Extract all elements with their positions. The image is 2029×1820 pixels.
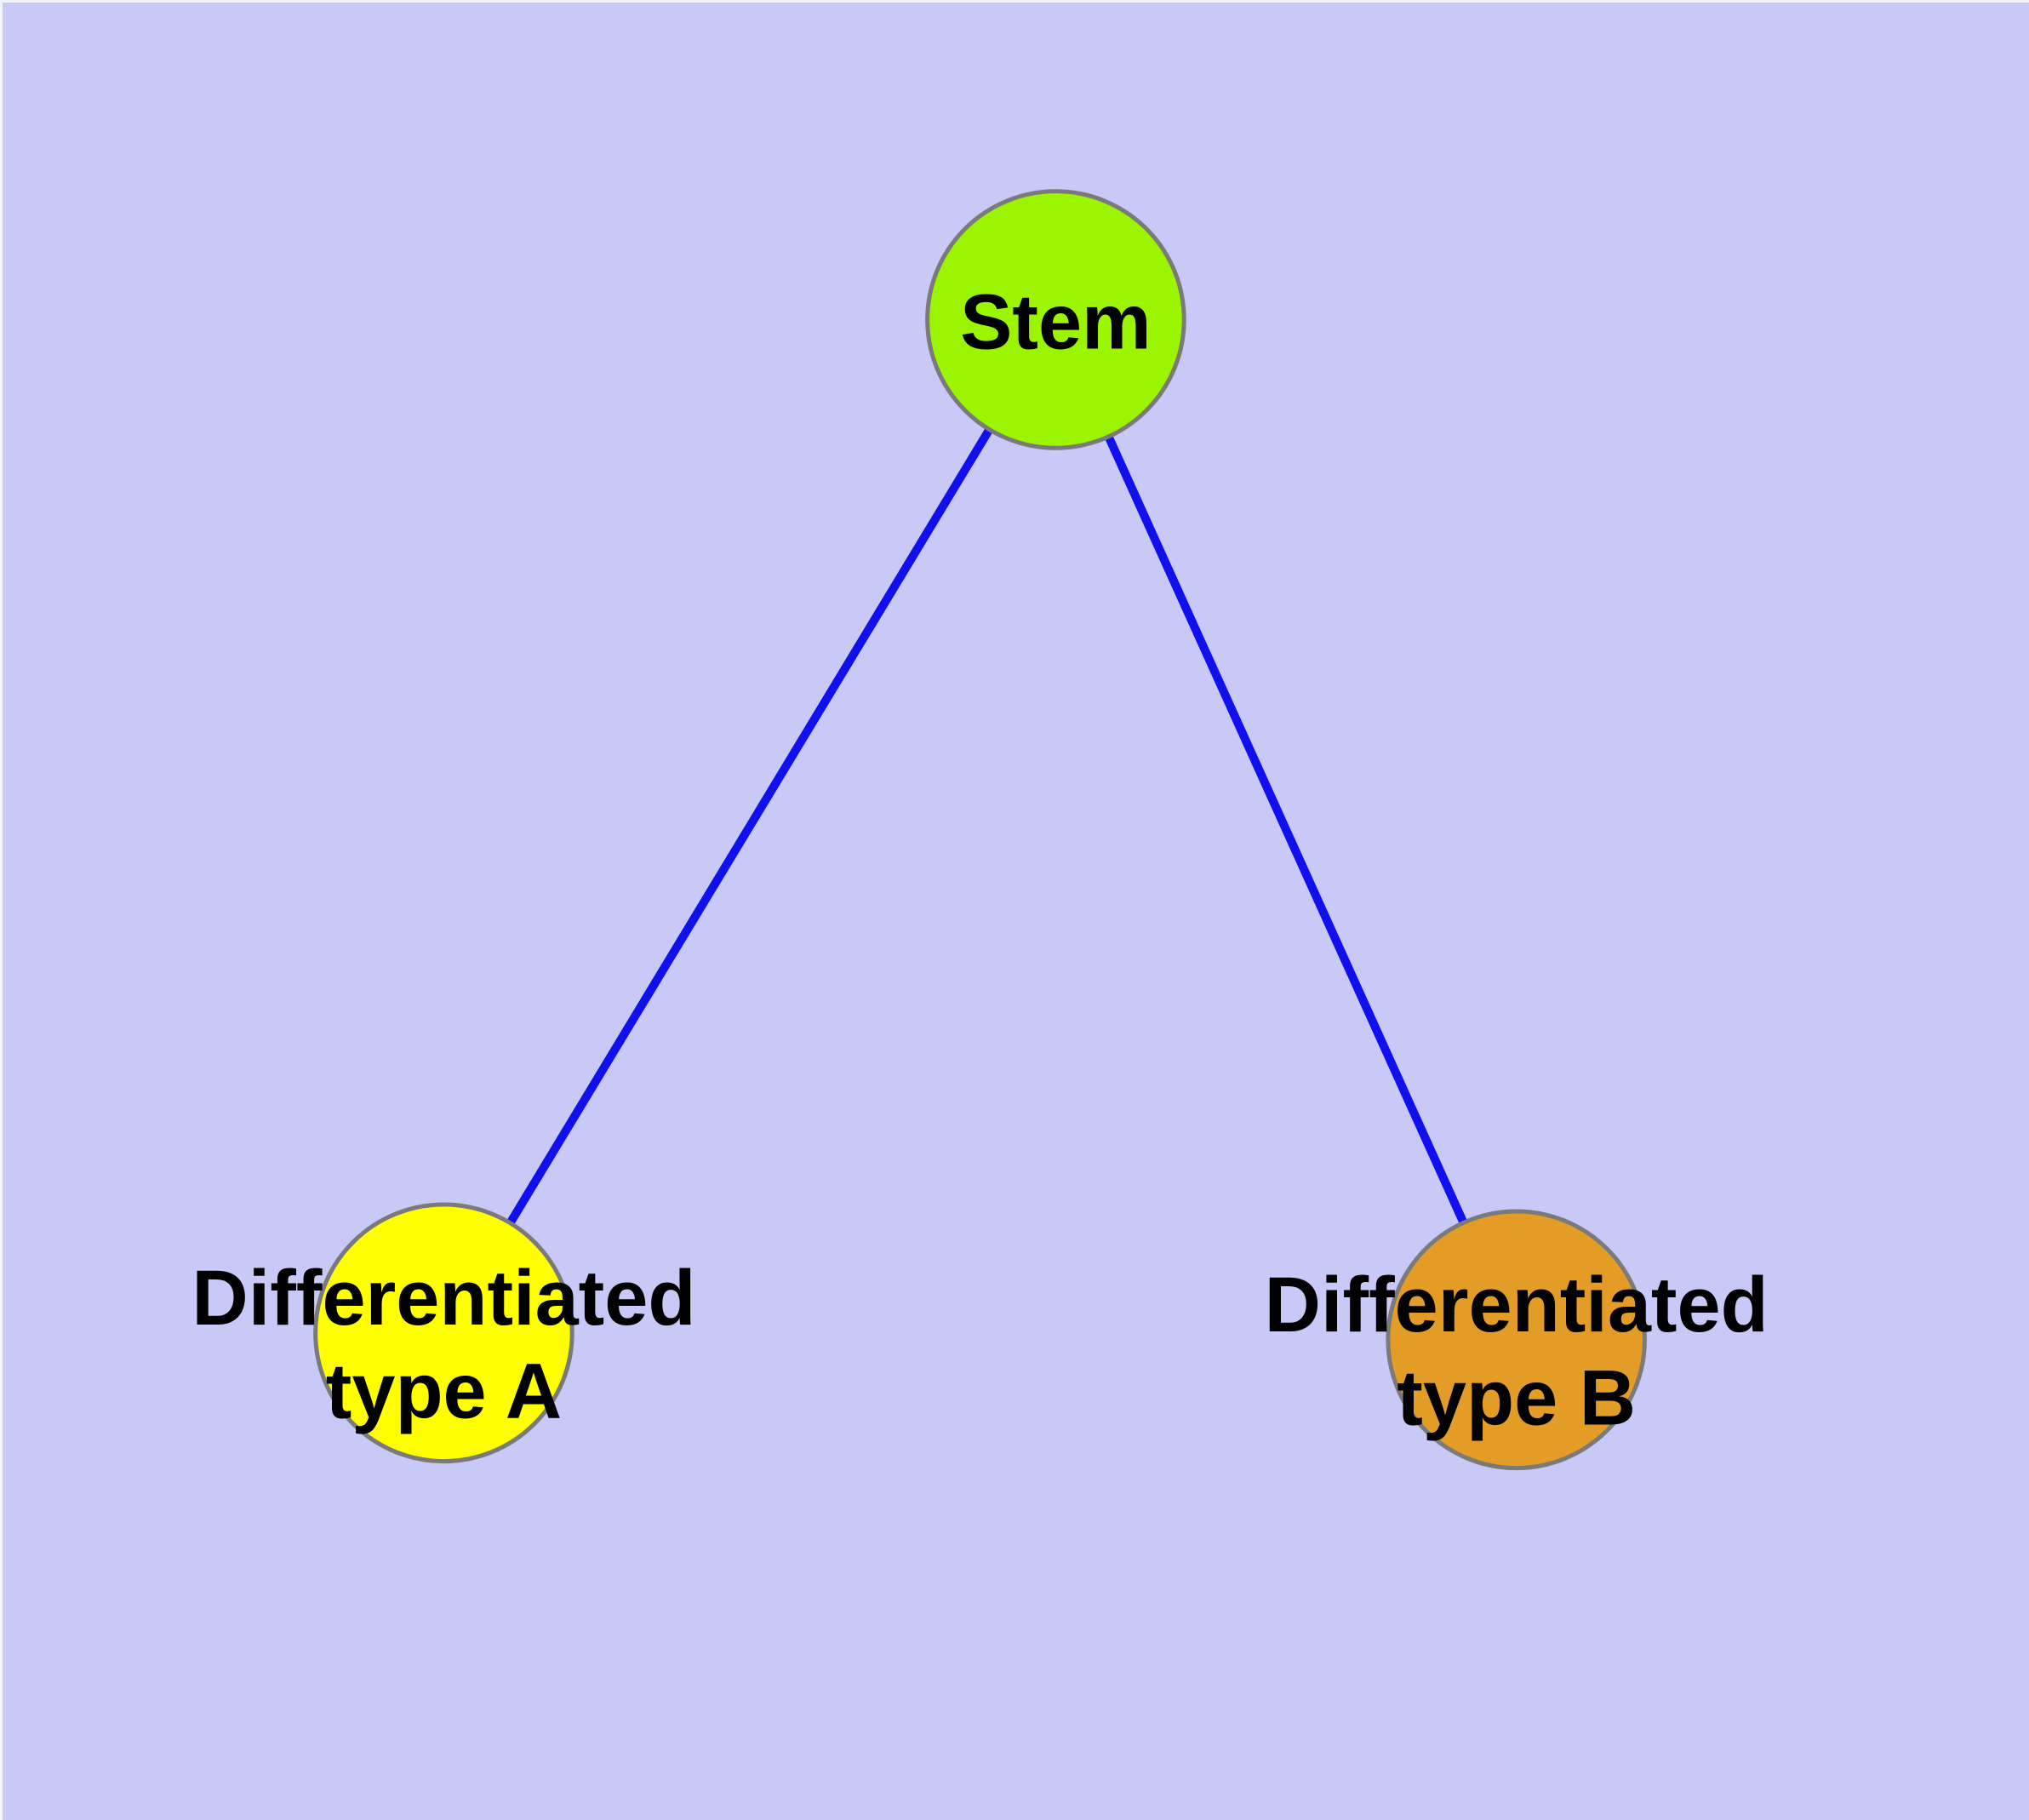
node-differentiated-type-b-label-line-1: Differentiated — [1265, 1262, 1769, 1348]
node-differentiated-type-b-label-line-2: type B — [1397, 1355, 1636, 1442]
edge-stem-to-differentiated-type-a — [440, 317, 1060, 1336]
node-stem-circle — [925, 189, 1186, 450]
node-stem-label: Stem — [960, 278, 1152, 365]
node-differentiated-type-a-label-line-1: Differentiated — [191, 1255, 695, 1342]
node-differentiated-type-a-label-line-2: type A — [326, 1348, 562, 1435]
node-stem-label-line-1: Stem — [960, 278, 1152, 365]
edge-stem-to-differentiated-type-b — [1051, 318, 1521, 1342]
node-differentiated-type-a-circle — [313, 1202, 574, 1464]
node-differentiated-type-b-circle — [1386, 1209, 1647, 1471]
